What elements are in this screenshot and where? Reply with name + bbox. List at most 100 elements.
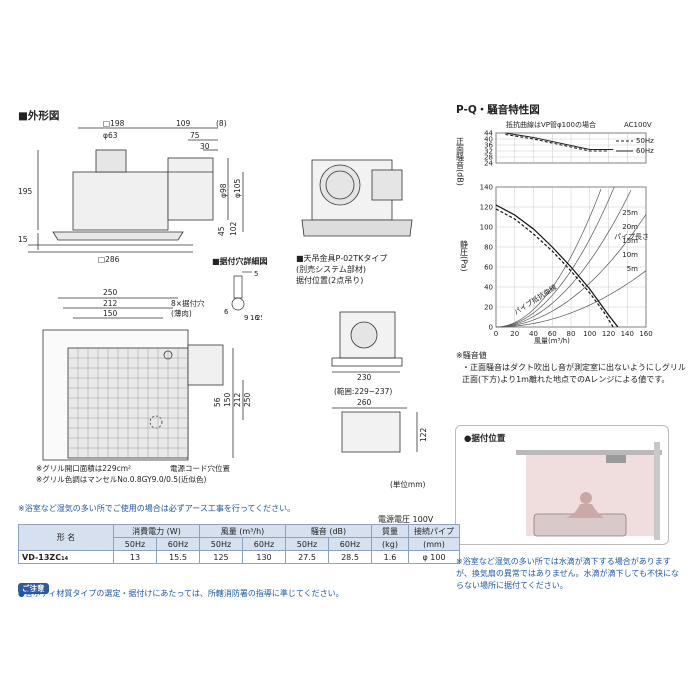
pq-xtick-label: 120 (602, 330, 615, 338)
pq-xtick-label: 60 (548, 330, 557, 338)
outline-heading: ■外形図 (18, 110, 60, 122)
ac-label: AC100V (624, 121, 652, 129)
th-noise-60: 60Hz (328, 537, 372, 551)
noise-ylabel: 正面騒音(dB) (456, 137, 465, 186)
noise-tick-label: 32 (484, 148, 493, 156)
noise-tick-label: 44 (484, 130, 493, 138)
pq-xtick-label: 160 (639, 330, 652, 338)
bracket-dim-260: 260 (357, 398, 372, 407)
th-power-50: 50Hz (113, 537, 157, 551)
pq-xtick-label: 20 (510, 330, 519, 338)
dim-150: 150 (103, 309, 118, 318)
dim-75: 75 (190, 131, 200, 140)
caution-badge: ご注意 (18, 583, 49, 594)
bracket-position: 据付位置(2点吊り) (296, 276, 364, 285)
duct-curve-15m (495, 189, 632, 328)
model-name: VD-13ZC (22, 552, 62, 562)
dim-250: 250 (103, 288, 118, 297)
noise-tick-label: 28 (484, 154, 493, 162)
mount-hole-detail-heading: ■据付穴詳細図 (212, 257, 268, 266)
pq-ytick-label: 40 (484, 284, 493, 292)
noise-legend-60hz: 60Hz (636, 147, 654, 155)
cell-power60: 15.5 (156, 550, 200, 564)
hole-dim-9: 9 (244, 314, 248, 322)
dim-105: φ105 (233, 179, 242, 198)
bathroom-illustration (516, 442, 662, 540)
dim-102: 102 (229, 221, 238, 236)
dim-56: 56 (213, 397, 222, 407)
noise-series-50Hz (505, 133, 609, 152)
duct-curve-20m (495, 187, 615, 328)
noise-legend-50hz: 50Hz (636, 137, 654, 145)
dim-212v: 212 (233, 392, 242, 407)
th-power-60: 60Hz (156, 537, 200, 551)
pq-chart-heading: P-Q・騒音特性図 (456, 104, 540, 116)
hole-dim-5: 5 (254, 270, 258, 278)
duct-curve-label: 15m (622, 237, 638, 245)
mount-hole-detail: 5 6 9 16 25 (224, 270, 262, 322)
th-noise: 騒音 (dB) (285, 524, 372, 538)
pq-ytick-label: 20 (484, 304, 493, 312)
mount-holes-label: 8×据付穴 (171, 298, 205, 308)
dim-8: (8) (216, 120, 227, 128)
noise-tick-label: 40 (484, 136, 493, 144)
dim-109: 109 (176, 120, 191, 128)
dim-198: □198 (103, 120, 125, 128)
cell-mass: 1.6 (371, 550, 409, 564)
voltage-label: 電源電圧 100V (378, 515, 434, 524)
dim-150v: 150 (223, 392, 232, 407)
grille-opening-note: ※グリル開口面積は229cm² (36, 464, 132, 473)
duct-curve-label: 10m (622, 251, 638, 259)
duct-curve-label: 25m (622, 209, 638, 217)
thin-wall-label: (薄肉) (171, 308, 192, 318)
th-air-60: 60Hz (242, 537, 286, 551)
bracket-subtitle: (別売システム部材) (296, 265, 367, 274)
pq-xtick-label: 80 (567, 330, 576, 338)
power-cord-note: 電源コード穴位置 (170, 464, 230, 473)
dim-30: 30 (200, 142, 210, 151)
pq-ytick-label: 140 (480, 184, 493, 192)
cell-noise60: 28.5 (328, 550, 372, 564)
pq-ytick-label: 100 (480, 224, 493, 232)
model-suffix: 14 (61, 555, 69, 562)
dim-45: 45 (217, 226, 226, 236)
noise-annotation: 抵抗曲線はVP管φ100の場合 (506, 120, 596, 129)
pq-series-60Hz (495, 204, 619, 328)
spec-table: 形 名 消費電力 (W) 風量 (m³/h) 騒音 (dB) 質量 接続パイプ … (18, 524, 460, 564)
cell-pipe: φ 100 (408, 550, 460, 564)
install-position-box: ●据付位置 (455, 425, 669, 545)
dim-212: 212 (103, 299, 118, 308)
noise-series-60Hz (505, 132, 614, 151)
pq-ylabel: 静圧(Pa) (460, 239, 469, 272)
duct-curve-25m (495, 188, 602, 328)
cell-noise50: 27.5 (285, 550, 329, 564)
pq-xtick-label: 100 (583, 330, 596, 338)
earth-note: ※浴室など湿気の多い所でご使用の場合は必ずアース工事を行ってください。 (18, 504, 296, 513)
grille-color-note: ※グリル色調はマンセルNo.0.8GY9.0/0.5(近似色) (36, 475, 207, 484)
pq-xtick-label: 0 (494, 330, 498, 338)
pq-ytick-label: 80 (484, 244, 493, 252)
cell-power50: 13 (113, 550, 157, 564)
noise-value-note: ・正面騒音はダクト吹出し音が測定室に出ないようにしグリル正面(下方)より1m離れ… (462, 363, 686, 384)
bracket-title: ■天吊金具P-02TKタイプ (296, 254, 388, 263)
th-model: 形 名 (18, 524, 114, 551)
install-note: ※浴室など湿気の多い所では水滴が滴下する場合がありますが、換気扇の異常ではありま… (456, 557, 679, 590)
pq-ytick-label: 0 (489, 324, 493, 332)
pq-xtick-label: 40 (529, 330, 538, 338)
hole-dim-16: 16 (250, 314, 259, 322)
th-noise-50: 50Hz (285, 537, 329, 551)
dim-250v: 250 (243, 392, 252, 407)
dim-98: φ98 (219, 183, 228, 198)
outline-drawing: □198 109 (8) φ63 75 30 195 15 φ98 φ105 4… (18, 120, 252, 461)
noise-value-heading: ※騒音値 (456, 351, 487, 360)
cell-air50: 125 (199, 550, 243, 564)
dim-286: □286 (98, 255, 120, 264)
noise-tick-label: 24 (484, 160, 493, 168)
duct-curve-10m (495, 214, 647, 328)
table-row: VD-13ZC14 13 15.5 125 130 27.5 28.5 1.6 … (18, 550, 460, 564)
noise-tick-label: 36 (484, 142, 493, 150)
pq-xtick-label: 140 (621, 330, 634, 338)
unit-note: (単位mm) (390, 480, 426, 489)
hole-dim-25: 25 (256, 314, 262, 322)
